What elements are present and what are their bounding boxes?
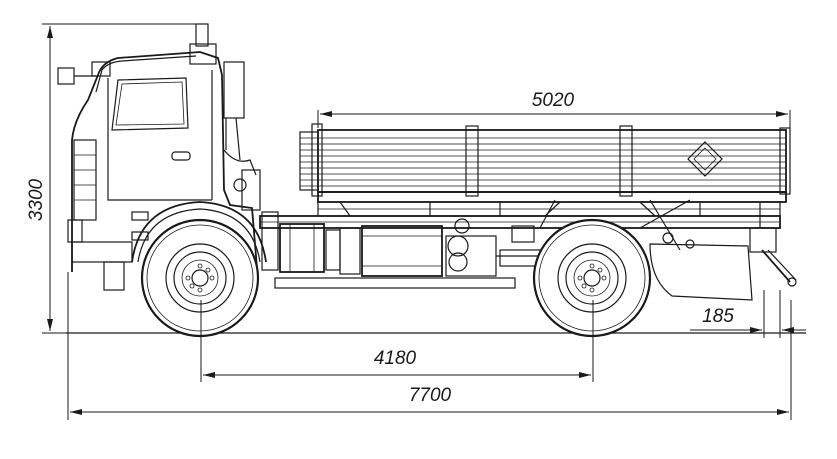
rear-offset-label: 185 [702, 306, 734, 327]
tow-hitch [662, 216, 797, 287]
platform-dimension: 5020 [317, 90, 791, 128]
cab [57, 51, 267, 291]
height-dimension: 3300 [26, 23, 200, 334]
rear-offset-dimension: 185 [690, 290, 806, 338]
rear-fender [649, 243, 753, 301]
overall-length-label: 7700 [409, 385, 452, 406]
chassis-frame [259, 199, 781, 289]
front-wheel [140, 218, 260, 338]
fuel-tank [361, 225, 443, 277]
battery-box [279, 223, 325, 273]
cargo-platform [299, 123, 791, 217]
wheelbase-label: 4180 [374, 348, 417, 369]
platform-length-label: 5020 [532, 90, 575, 111]
engine-details [233, 169, 541, 277]
height-label: 3300 [26, 178, 47, 221]
air-intake [189, 23, 257, 176]
rear-wheel [532, 218, 652, 338]
overall-length-dimension: 7700 [67, 272, 792, 420]
